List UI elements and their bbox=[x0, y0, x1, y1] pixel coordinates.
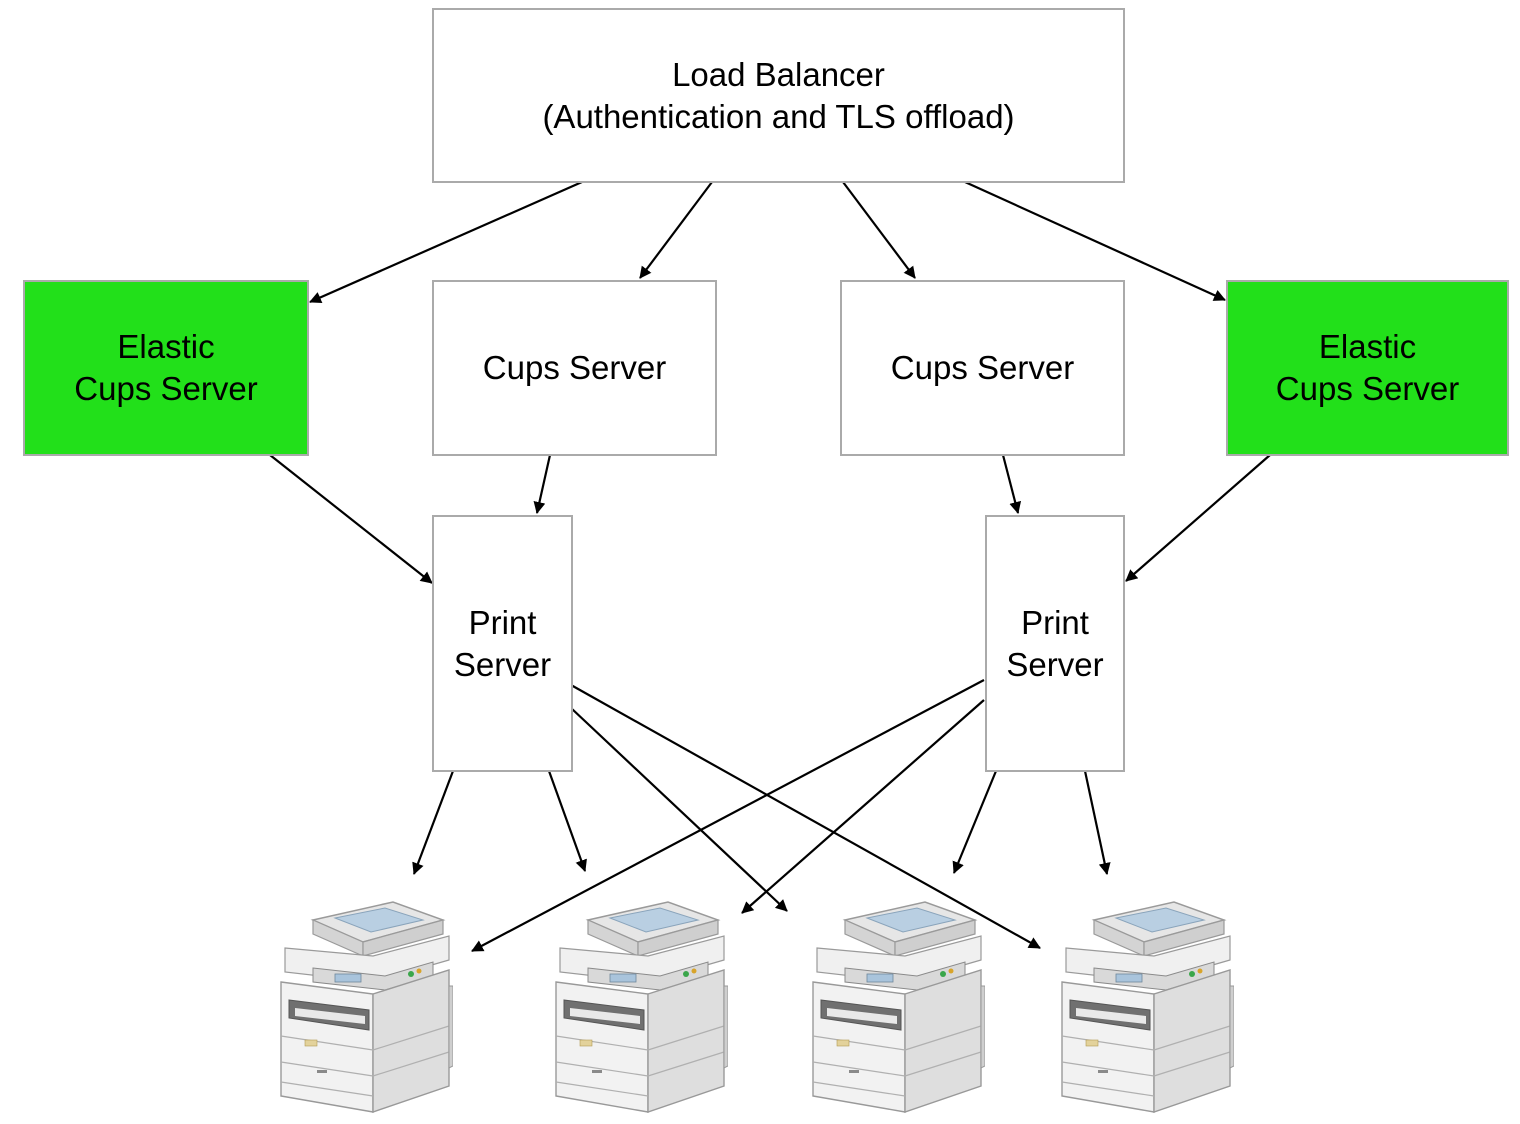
edge-cups-right-to-print-right bbox=[1001, 454, 1022, 514]
edge-print-left-to-printer-3 bbox=[570, 707, 788, 912]
print-server-left: Print Server bbox=[432, 515, 573, 772]
printer-icon bbox=[1061, 901, 1234, 1113]
elastic-cups-server-left-label: Elastic Cups Server bbox=[74, 328, 258, 407]
print-server-right: Print Server bbox=[985, 515, 1125, 772]
edge-lb-to-cups-left bbox=[639, 181, 713, 279]
edge-print-right-to-printer-1 bbox=[471, 679, 985, 952]
cups-server-left-label: Cups Server bbox=[482, 349, 667, 386]
load-balancer-label: Load Balancer (Authentication and TLS of… bbox=[542, 55, 1015, 135]
cups-server-right: Cups Server bbox=[840, 280, 1125, 456]
load-balancer-box: Load Balancer (Authentication and TLS of… bbox=[432, 8, 1125, 183]
edge-print-left-to-printer-4 bbox=[570, 684, 1041, 949]
edge-print-right-to-printer-3 bbox=[952, 770, 998, 874]
print-server-left-label: Print Server bbox=[453, 603, 552, 683]
printer-icon bbox=[555, 901, 728, 1113]
edge-lb-to-elastic-left bbox=[309, 180, 583, 304]
elastic-cups-server-left: Elastic Cups Server bbox=[23, 280, 309, 456]
edge-elastic-left-to-print-left bbox=[269, 454, 433, 584]
printer-icon bbox=[280, 901, 453, 1113]
print-server-right-label: Print Server bbox=[1006, 603, 1104, 683]
edge-print-right-to-printer-4 bbox=[1083, 770, 1111, 875]
edge-print-right-to-printer-2 bbox=[741, 699, 985, 914]
edge-print-left-to-printer-2 bbox=[547, 770, 587, 872]
edge-lb-to-cups-right bbox=[842, 181, 916, 279]
edge-cups-left-to-print-left bbox=[533, 454, 552, 514]
cups-server-right-label: Cups Server bbox=[890, 349, 1075, 386]
edge-print-left-to-printer-1 bbox=[412, 770, 455, 875]
printer-icon bbox=[812, 901, 985, 1113]
edge-lb-to-elastic-right bbox=[964, 180, 1226, 302]
elastic-cups-server-right: Elastic Cups Server bbox=[1226, 280, 1509, 456]
elastic-cups-server-right-label: Elastic Cups Server bbox=[1275, 328, 1460, 407]
edge-elastic-right-to-print-right bbox=[1125, 454, 1271, 582]
cups-server-left: Cups Server bbox=[432, 280, 717, 456]
